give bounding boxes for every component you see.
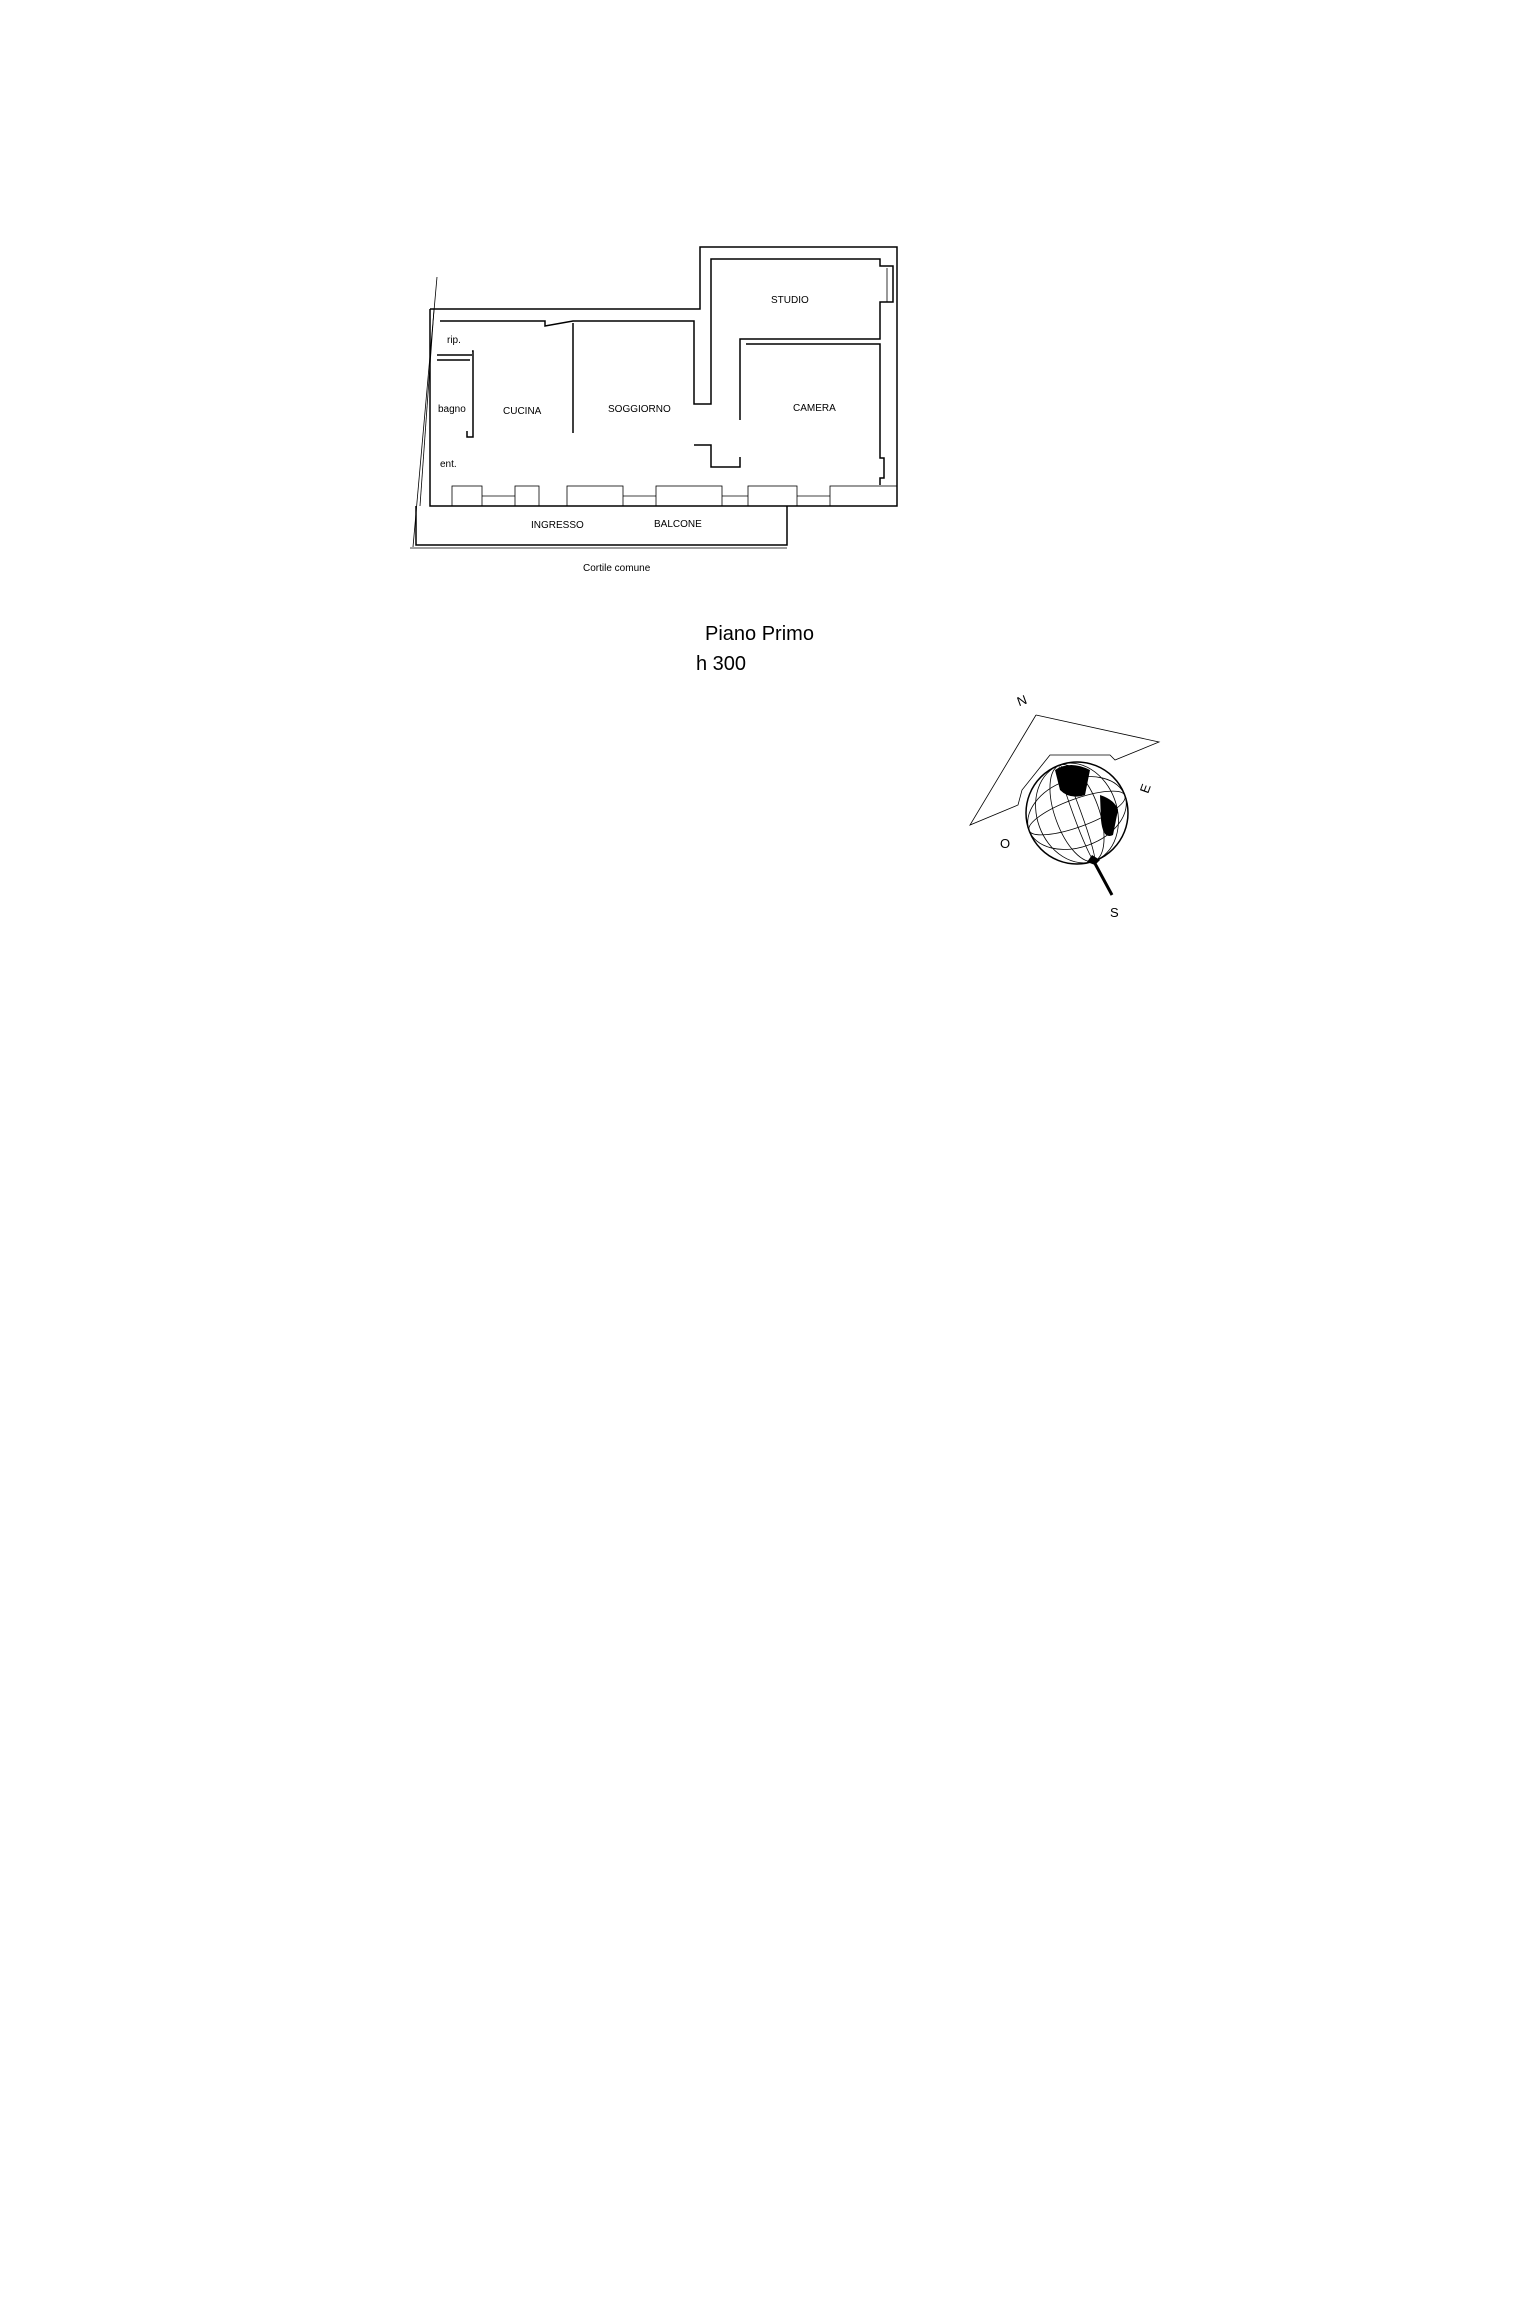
room-label-ent: ent. xyxy=(440,459,457,470)
room-label-bagno: bagno xyxy=(438,404,466,415)
room-label-studio: STUDIO xyxy=(771,295,809,306)
room-label-rip: rip. xyxy=(447,335,461,346)
compass-east: E xyxy=(1137,782,1154,796)
compass-west: O xyxy=(1000,836,1010,851)
outer-walls xyxy=(429,246,898,507)
compass-rose-icon: N E S O xyxy=(969,692,1161,920)
windows xyxy=(451,268,898,507)
room-label-soggiorno: SOGGIORNO xyxy=(608,404,671,415)
floor-title: Piano Primo xyxy=(705,623,814,645)
balcony xyxy=(410,276,788,549)
room-label-cucina: CUCINA xyxy=(503,406,542,417)
compass-north: N xyxy=(1015,692,1029,709)
floor-height: h 300 xyxy=(696,653,746,675)
compass-south: S xyxy=(1110,905,1119,920)
room-label-ingresso: INGRESSO xyxy=(531,520,584,531)
room-label-camera: CAMERA xyxy=(793,403,836,414)
room-label-balcone: BALCONE xyxy=(654,519,702,530)
room-labels: rip. bagno ent. CUCINA SOGGIORNO STUDIO … xyxy=(438,295,836,574)
courtyard-label: Cortile comune xyxy=(583,563,651,574)
